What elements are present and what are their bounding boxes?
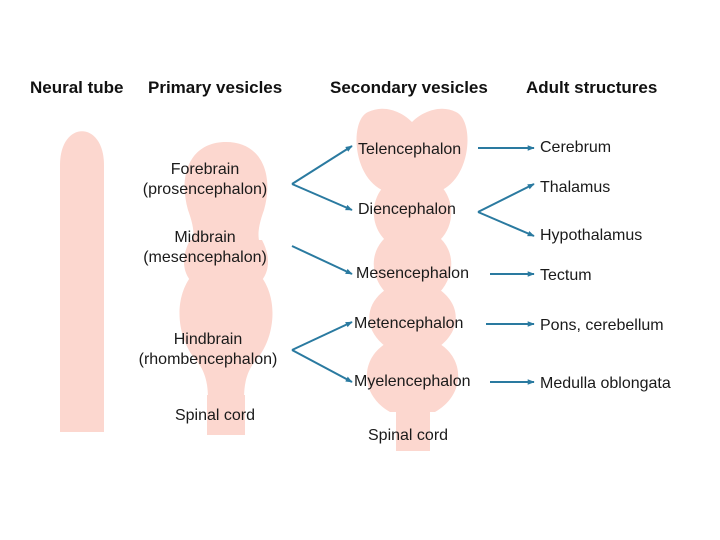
mesencephalon-vesicle bbox=[373, 238, 452, 292]
telencephalon-vesicle bbox=[356, 108, 468, 190]
primary-spinal-cord bbox=[207, 395, 245, 435]
label-hindbrain: Hindbrain bbox=[173, 331, 243, 348]
label-medulla-oblongata: Medulla oblongata bbox=[540, 375, 671, 392]
header-adult-structures: Adult structures bbox=[526, 78, 658, 97]
label-rhombencephalon: (rhombencephalon) bbox=[138, 351, 278, 368]
arrow-hindbrain-metencephalon bbox=[291, 321, 353, 351]
myelencephalon-vesicle bbox=[366, 344, 459, 412]
label-spinal-cord-primary: Spinal cord bbox=[174, 407, 256, 424]
header-secondary-vesicles: Secondary vesicles bbox=[330, 78, 488, 97]
neural-tube-shape bbox=[60, 131, 104, 432]
label-diencephalon: Diencephalon bbox=[358, 201, 456, 218]
label-cerebrum: Cerebrum bbox=[540, 139, 612, 156]
arrow-diencephalon-thalamus bbox=[477, 183, 535, 213]
label-mesencephalon-primary: (mesencephalon) bbox=[143, 249, 267, 266]
label-telencephalon: Telencephalon bbox=[358, 141, 462, 158]
metencephalon-vesicle bbox=[369, 290, 456, 346]
diencephalon-vesicle bbox=[373, 185, 452, 240]
forebrain-vesicle bbox=[184, 142, 268, 250]
header-neural-tube: Neural tube bbox=[30, 78, 124, 97]
label-myelencephalon: Myelencephalon bbox=[354, 373, 471, 390]
primary-vesicles-shape bbox=[179, 142, 273, 435]
midbrain-vesicle bbox=[184, 240, 268, 280]
label-tectum: Tectum bbox=[540, 267, 592, 284]
arrow-hindbrain-myelencephalon bbox=[291, 349, 353, 383]
label-forebrain: Forebrain bbox=[170, 161, 240, 178]
label-mesencephalon-secondary: Mesencephalon bbox=[356, 265, 469, 282]
arrow-diencephalon-hypothalamus bbox=[477, 211, 535, 237]
label-metencephalon: Metencephalon bbox=[354, 315, 464, 332]
arrow-midbrain-mesencephalon bbox=[291, 245, 353, 275]
label-prosencephalon: (prosencephalon) bbox=[142, 181, 268, 198]
arrow-forebrain-diencephalon bbox=[291, 183, 353, 211]
secondary-vesicles-shape bbox=[356, 108, 468, 451]
label-hypothalamus: Hypothalamus bbox=[540, 227, 643, 244]
hindbrain-vesicle bbox=[179, 275, 273, 400]
arrow-forebrain-telencephalon bbox=[291, 145, 353, 185]
header-primary-vesicles: Primary vesicles bbox=[148, 78, 283, 97]
arrows bbox=[291, 145, 535, 385]
label-midbrain: Midbrain bbox=[174, 229, 236, 246]
label-spinal-cord-secondary: Spinal cord bbox=[368, 427, 449, 444]
label-pons-cerebellum: Pons, cerebellum bbox=[540, 317, 664, 334]
secondary-spinal-cord bbox=[396, 405, 430, 451]
label-thalamus: Thalamus bbox=[540, 179, 611, 196]
